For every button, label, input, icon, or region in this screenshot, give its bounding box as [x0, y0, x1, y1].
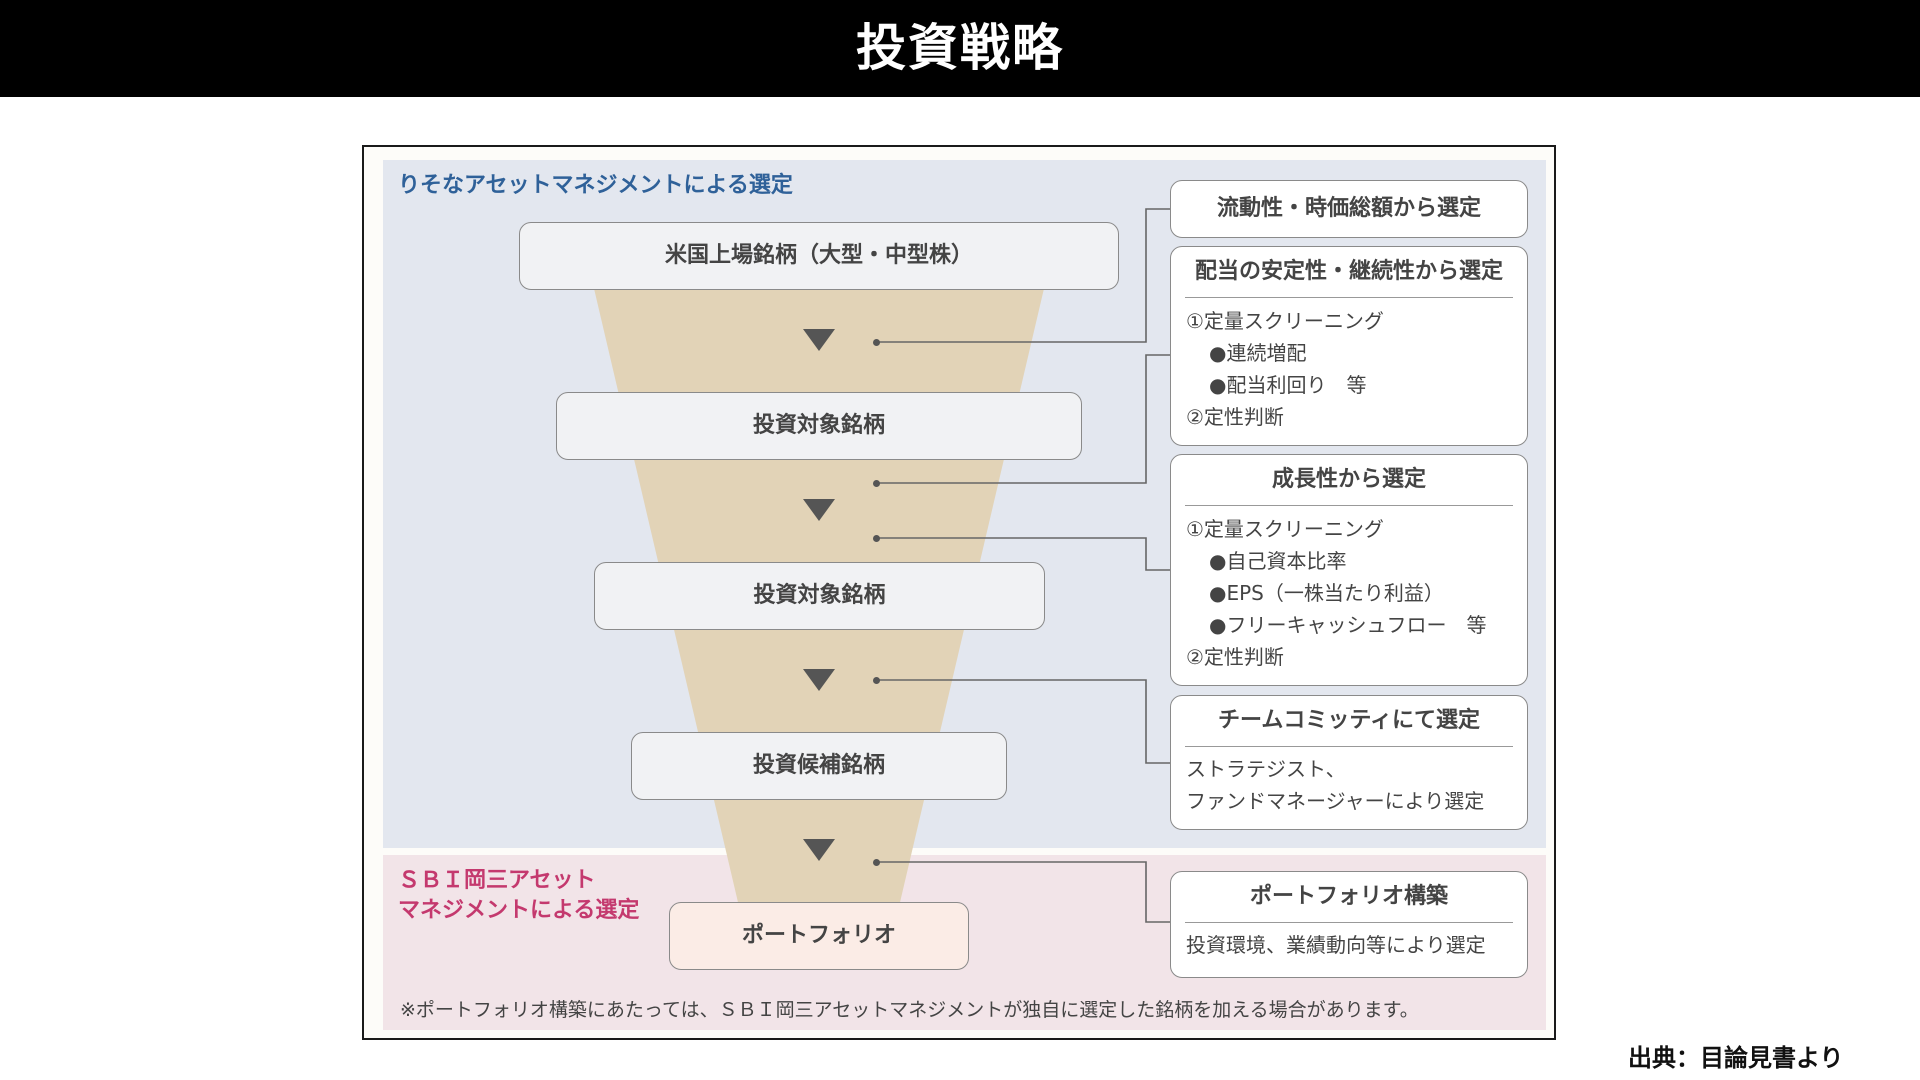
criteria-box-dividend: 配当の安定性・継続性から選定 ①定量スクリーニング ●連続増配 ●配当利回り 等… [1170, 246, 1528, 446]
criteria-line: 投資環境、業績動向等により選定 [1186, 933, 1486, 957]
criteria-line: ①定量スクリーニング [1186, 309, 1384, 333]
down-arrow-icon [803, 839, 835, 861]
criteria-title: 配当の安定性・継続性から選定 [1185, 247, 1513, 298]
down-arrow-icon [803, 669, 835, 691]
footnote: ※ポートフォリオ構築にあたっては、ＳＢＩ岡三アセットマネジメントが独自に選定した… [400, 999, 1419, 1021]
stage-investment-target-1: 投資対象銘柄 [556, 392, 1082, 460]
down-arrow-icon [803, 329, 835, 351]
sbi-label: ＳＢＩ岡三アセット マネジメントによる選定 [398, 866, 639, 926]
source-citation: 出典：目論見書より [1628, 1044, 1844, 1072]
sbi-label-line2: マネジメントによる選定 [398, 898, 640, 923]
criteria-line: ●EPS（一株当たり利益） [1209, 581, 1444, 605]
criteria-title: 流動性・時価総額から選定 [1216, 196, 1481, 221]
down-arrow-icon [803, 499, 835, 521]
stage-candidate: 投資候補銘柄 [631, 732, 1007, 800]
stage-portfolio: ポートフォリオ [669, 902, 969, 970]
connector-dot [873, 677, 880, 684]
criteria-line: ●連続増配 [1209, 341, 1307, 365]
header-bar [0, 0, 1920, 97]
connector-dot [873, 859, 880, 866]
criteria-line: ファンドマネージャーにより選定 [1186, 789, 1485, 813]
connector-dot [873, 535, 880, 542]
risona-label: りそなアセットマネジメントによる選定 [398, 173, 793, 198]
criteria-line: ●配当利回り 等 [1209, 373, 1367, 397]
stage-us-listed: 米国上場銘柄（大型・中型株） [519, 222, 1119, 290]
page-title: 投資戦略 [856, 19, 1064, 77]
stage-investment-target-2: 投資対象銘柄 [594, 562, 1045, 630]
criteria-box-portfolio: ポートフォリオ構築 投資環境、業績動向等により選定 [1170, 871, 1528, 978]
criteria-box-growth: 成長性から選定 ①定量スクリーニング ●自己資本比率 ●EPS（一株当たり利益）… [1170, 454, 1528, 686]
criteria-title: 成長性から選定 [1185, 455, 1513, 506]
criteria-line: ①定量スクリーニング [1186, 517, 1384, 541]
sbi-label-line1: ＳＢＩ岡三アセット [398, 868, 596, 893]
criteria-line: ●自己資本比率 [1209, 549, 1347, 573]
criteria-box-committee: チームコミッティにて選定 ストラテジスト、 ファンドマネージャーにより選定 [1170, 695, 1528, 830]
criteria-box-liquidity: 流動性・時価総額から選定 [1170, 180, 1528, 238]
criteria-title: チームコミッティにて選定 [1185, 696, 1513, 747]
criteria-line: ストラテジスト、 [1186, 757, 1346, 781]
criteria-title: ポートフォリオ構築 [1185, 872, 1513, 923]
criteria-line: ②定性判断 [1186, 405, 1284, 429]
connector-dot [873, 480, 880, 487]
criteria-line: ●フリーキャッシュフロー 等 [1209, 613, 1487, 637]
criteria-line: ②定性判断 [1186, 645, 1284, 669]
connector-dot [873, 339, 880, 346]
